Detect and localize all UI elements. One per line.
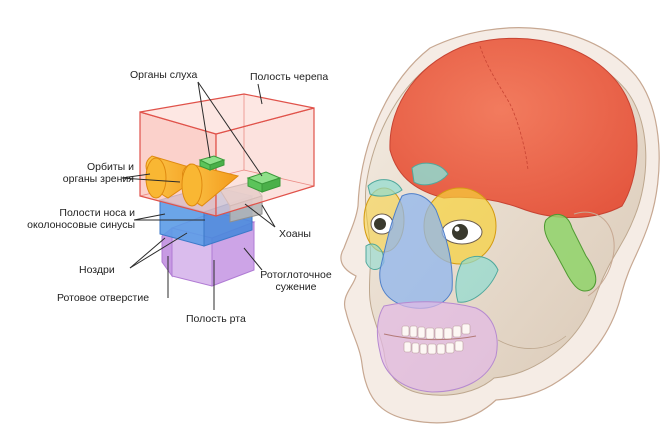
label-nasal-line1: Полости носа и (59, 207, 135, 219)
label-oropharynx-line1: Ротоглоточное (260, 269, 332, 281)
label-cranial-cavity: Полость черепа (250, 71, 329, 83)
schematic (121, 81, 315, 310)
hearing-organ-boxes (198, 155, 282, 193)
label-choanae: Хоаны (279, 228, 311, 240)
label-oropharynx: Ротоглоточное сужение (253, 269, 339, 293)
label-nasal-line2: околоносовые синусы (27, 219, 135, 231)
label-mouth-opening: Ротовое отверстие (57, 292, 150, 304)
teeth (401, 323, 471, 355)
label-orbits: Орбиты и органы зрения (28, 161, 134, 185)
label-hearing-organs: Органы слуха (130, 69, 198, 81)
cranial-cavity-box (139, 93, 315, 217)
label-orbits-line2: органы зрения (62, 173, 134, 185)
label-nostrils: Ноздри (79, 264, 115, 276)
label-oropharynx-line2: сужение (275, 281, 317, 293)
skull-illustration (340, 27, 660, 424)
hearing-organ-region (543, 213, 597, 292)
leader-lines (121, 81, 276, 310)
label-oral-cavity: Полость рта (186, 313, 246, 325)
orbit-cones (145, 155, 240, 207)
label-nasal-cavities: Полости носа и околоносовые синусы (5, 207, 135, 231)
label-orbits-line1: Орбиты и (86, 161, 134, 173)
